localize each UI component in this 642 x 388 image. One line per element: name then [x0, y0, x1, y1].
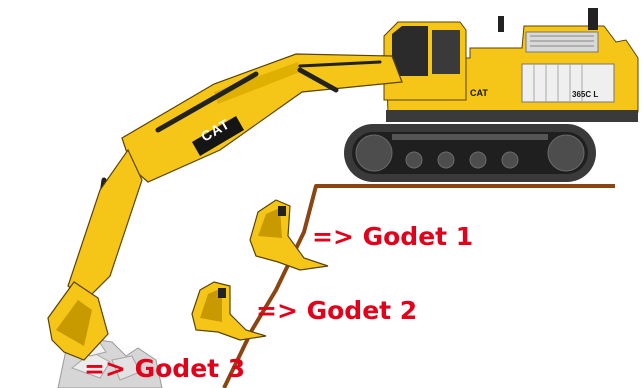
- godet-3-label: => Godet 3: [84, 354, 246, 383]
- stick-arm: [67, 148, 143, 301]
- track-assembly: [344, 124, 596, 182]
- cab-cat-logo: CAT: [470, 88, 488, 98]
- bucket-digging: [47, 281, 109, 361]
- bucket-godet-2: [191, 281, 267, 341]
- model-badge: 365C L: [572, 90, 599, 99]
- godet-2-label: => Godet 2: [256, 296, 418, 325]
- godet-1-label: => Godet 1: [312, 222, 474, 251]
- bucket-godet-1: [249, 199, 329, 271]
- operator-cab: [383, 21, 467, 101]
